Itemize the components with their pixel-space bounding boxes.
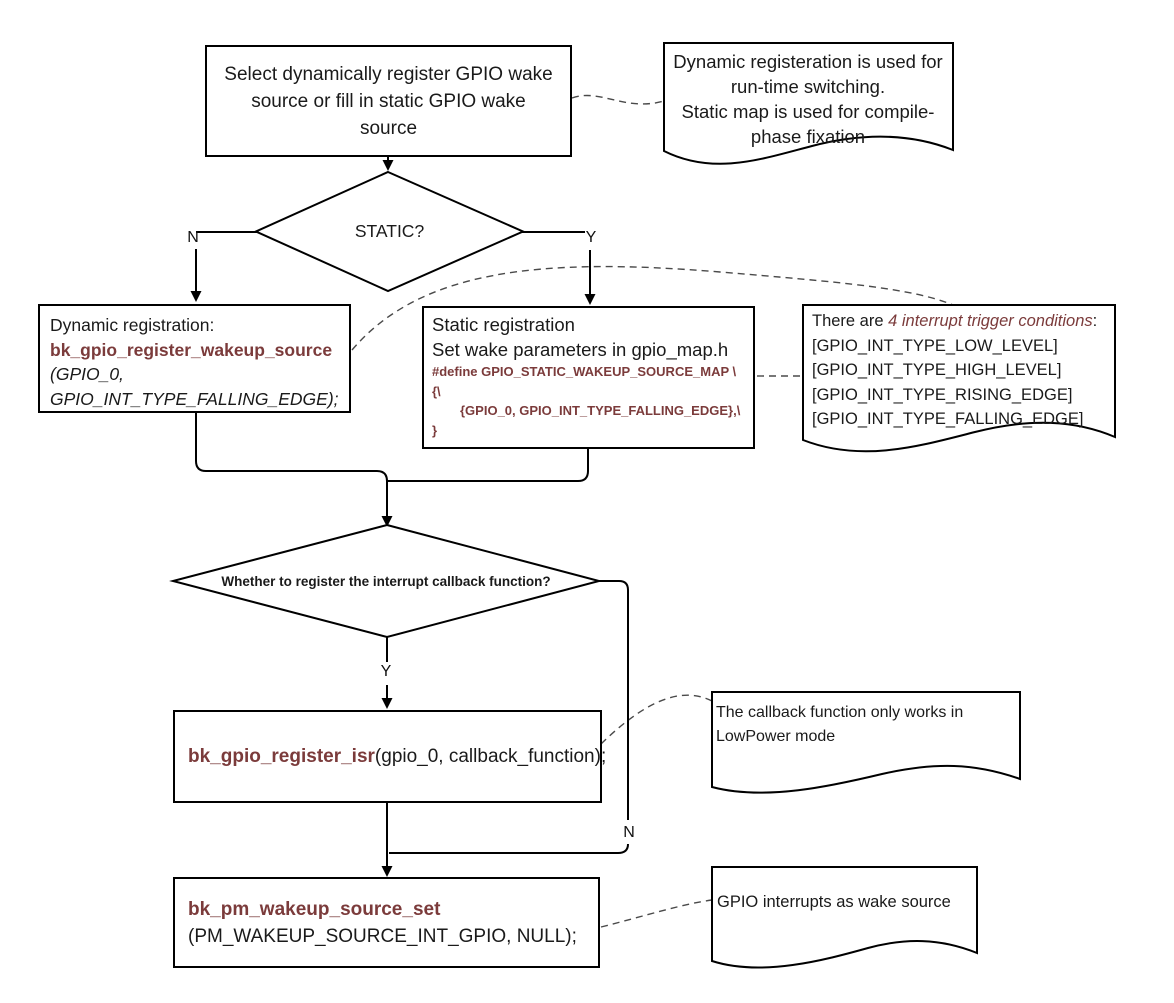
trigger-note-item: [GPIO_INT_TYPE_FALLING_EDGE]	[812, 410, 1084, 428]
flow-dynamicbox-to-decision2	[195, 412, 388, 517]
register-isr-args: (gpio_0, callback_function);	[374, 745, 607, 767]
trigger-note-item: [GPIO_INT_TYPE_HIGH_LEVEL]	[812, 361, 1062, 379]
flow-decision2-no-vertical	[597, 580, 629, 820]
static-registration-box: Static registration Set wake parameters …	[422, 306, 755, 449]
top-note-line1: Dynamic registeration is used for run-ti…	[673, 51, 943, 97]
select-wake-source-box: Select dynamically register GPIO wake so…	[205, 45, 572, 157]
decision1-no-branch-label: N	[187, 229, 199, 246]
static-code-line4: }	[432, 422, 438, 438]
trigger-note-heading: There are 4 interrupt trigger conditions…	[812, 309, 1097, 334]
pm-wakeup-func: bk_pm_wakeup_source_set	[188, 898, 441, 920]
pm-wakeup-source-box: bk_pm_wakeup_source_set (PM_WAKEUP_SOURC…	[173, 877, 600, 968]
dynamic-registration-func: bk_gpio_register_wakeup_source	[50, 339, 333, 360]
decision2-yes-branch-label: Y	[380, 663, 392, 680]
register-isr-func: bk_gpio_register_isr	[188, 745, 375, 767]
arrowhead-into-isrbox	[381, 698, 393, 709]
wake-note-text: GPIO interrupts as wake source	[717, 893, 951, 911]
top-note: Dynamic registeration is used for run-ti…	[672, 49, 944, 149]
top-note-shape	[663, 42, 954, 165]
trigger-note-suffix: :	[1092, 312, 1098, 330]
static-registration-title: Static registration	[432, 314, 575, 335]
decision1-label-text: STATIC?	[354, 220, 425, 241]
dynamic-registration-box: Dynamic registration: bk_gpio_register_w…	[38, 304, 351, 413]
trigger-note-highlight: 4 interrupt trigger conditions	[888, 312, 1093, 330]
static-code-line3: {GPIO_0, GPIO_INT_TYPE_FALLING_EDGE},\	[460, 403, 741, 418]
flow-decision2-no-horizontal	[389, 843, 629, 854]
decision2-label: Whether to register the interrupt callba…	[173, 527, 599, 635]
flow-staticbox-merge	[387, 448, 589, 482]
register-isr-box: bk_gpio_register_isr(gpio_0, callback_fu…	[173, 710, 606, 803]
dash-connector-topbox-to-topnote	[571, 94, 665, 105]
decision2-no-branch-label: N	[623, 824, 635, 841]
wake-note: GPIO interrupts as wake source	[717, 893, 951, 912]
dynamic-registration-title: Dynamic registration:	[50, 315, 215, 335]
select-wake-source-text: Select dynamically register GPIO wake so…	[224, 63, 553, 139]
dynamic-registration-arg1: (GPIO_0,	[50, 364, 124, 384]
trigger-note-shape	[802, 304, 1116, 453]
arrowhead-into-decision1	[382, 160, 394, 171]
decision1-diamond	[253, 170, 526, 293]
decision1-label: STATIC?	[256, 172, 523, 290]
dash-connector-isrbox-to-callbacknote	[600, 694, 713, 745]
dynamic-registration-arg2: GPIO_INT_TYPE_FALLING_EDGE);	[50, 388, 339, 409]
static-code-line1: #define GPIO_STATIC_WAKEUP_SOURCE_MAP \	[432, 364, 737, 379]
decision2-diamond	[169, 523, 603, 639]
pm-wakeup-args: (PM_WAKEUP_SOURCE_INT_GPIO, NULL);	[188, 925, 577, 947]
callback-note: The callback function only works in LowP…	[716, 701, 1008, 749]
trigger-note-item: [GPIO_INT_TYPE_LOW_LEVEL]	[812, 336, 1058, 355]
static-registration-subtitle: Set wake parameters in gpio_map.h	[432, 339, 729, 360]
arrowhead-into-pmbox	[381, 866, 393, 877]
dash-connector-dynamicbox-to-triggernote	[351, 265, 954, 351]
arrowhead-into-staticbox	[584, 294, 596, 305]
wake-note-shape	[711, 866, 978, 969]
static-code-line2: {\	[432, 383, 441, 399]
callback-note-shape	[711, 691, 1021, 794]
arrowhead-into-decision2	[381, 516, 393, 527]
top-note-line2: Static map is used for compile-phase fix…	[681, 101, 935, 147]
decision2-label-text: Whether to register the interrupt callba…	[221, 573, 551, 589]
trigger-note-item: [GPIO_INT_TYPE_RISING_EDGE]	[812, 385, 1073, 404]
dash-connector-pmbox-to-wakenote	[600, 899, 713, 928]
arrowhead-into-dynamicbox	[190, 291, 202, 302]
trigger-note: There are 4 interrupt trigger conditions…	[812, 309, 1097, 432]
trigger-note-prefix: There are	[812, 312, 889, 330]
callback-note-text: The callback function only works in LowP…	[716, 704, 964, 745]
decision1-yes-branch-label: Y	[585, 229, 597, 246]
